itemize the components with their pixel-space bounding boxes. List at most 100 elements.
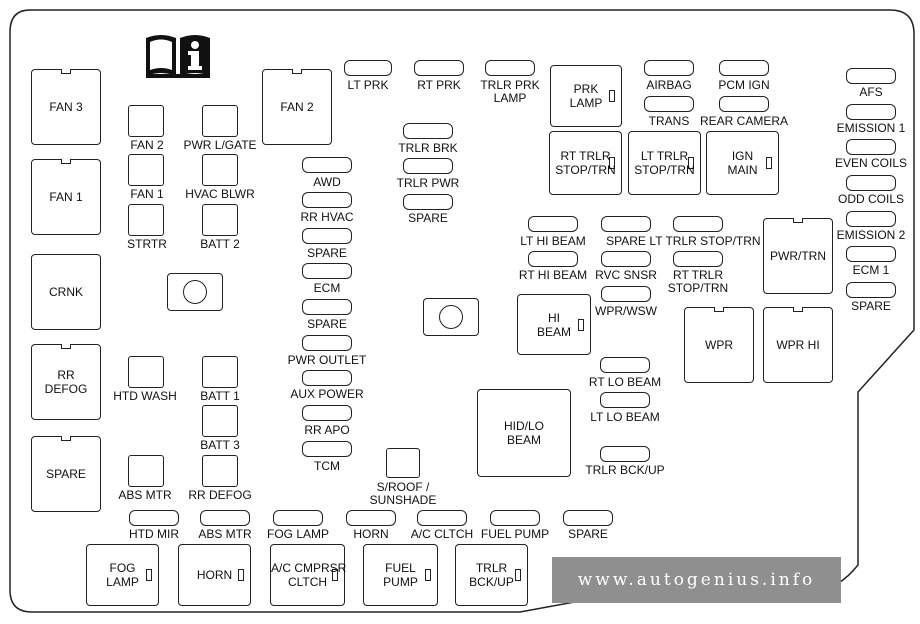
mounting-hole-left [167,273,223,311]
relay-hi-beam: HI BEAM [517,294,591,355]
fuse-spare-r [846,282,896,298]
relay-rt-trlr-stop: RT TRLR STOP/TRN [549,131,622,195]
fuse-trans [644,96,694,112]
fuse-ac-cltch [417,510,467,526]
fuse-rt-trlr-stop-label: RT TRLR STOP/TRN [667,268,729,295]
fuse-abs-mtr-upper [128,455,164,487]
fuse-horn [346,510,396,526]
fuse-rear-camera-label: REAR CAMERA [699,114,789,128]
relay-wpr: WPR [684,307,754,383]
relay-fan3: FAN 3 [31,69,101,145]
fuse-ecm1-label: ECM 1 [852,263,890,277]
watermark: www.autogenius.info [552,557,841,603]
fuse-rvc-snsr-label: RVC SNSR [595,268,657,282]
fuse-hvac-blwr-label: HVAC BLWR [185,187,255,201]
fuse-rr-hvac [302,192,352,208]
fuse-spare-c [601,216,651,232]
fuse-rr-defog-label: RR DEFOG [188,488,252,502]
fuse-aux-power [302,370,352,386]
fuse-batt3-label: BATT 3 [200,438,240,452]
fuse-spare-r-label: SPARE [851,299,891,313]
fuse-trlr-brk-label: TRLR BRK [398,141,458,155]
fuse-fan1 [128,154,164,186]
mounting-hole-center [423,298,479,336]
relay-prk-lamp: PRK LAMP [550,65,622,127]
fuse-rt-lo-beam-label: RT LO BEAM [588,375,662,389]
fuse-afs [846,68,896,84]
fuse-rt-prk-label: RT PRK [417,78,461,92]
fuse-lt-hi-beam [528,216,578,232]
fuse-htd-wash-label: HTD WASH [113,389,177,403]
fuse-trlr-prk-lamp-label: TRLR PRK LAMP [480,78,540,105]
relay-horn: HORN [178,544,251,606]
fuse-fan2-label: FAN 2 [130,138,164,152]
fuse-lt-trlr-stop [673,216,723,232]
relay-pwr-trn: PWR/TRN [763,218,833,294]
fuse-pwr-outlet [302,335,352,351]
fuse-ecm [302,263,352,279]
relay-fog-lamp: FOG LAMP [86,544,159,606]
relay-fan2: FAN 2 [262,69,332,145]
fuse-trlr-pwr-label: TRLR PWR [396,176,460,190]
relay-trlr-bckup: TRLR BCK/UP [455,544,528,606]
fuse-emission2 [846,211,896,227]
fuse-odd-coils-label: ODD COILS [837,192,905,206]
fuse-abs-mtr-lower-label: ABS MTR [198,527,252,541]
fuse-hvac-blwr [202,154,238,186]
fuse-lt-prk-label: LT PRK [347,78,389,92]
fuse-emission2-label: EMISSION 2 [836,228,906,242]
fuse-airbag-label: AIRBAG [646,78,692,92]
fuse-abs-mtr-upper-label: ABS MTR [118,488,172,502]
fuse-spare-c-label: SPARE [606,234,646,248]
fuse-wpr-wsw-label: WPR/WSW [595,304,657,318]
relay-fan1: FAN 1 [31,159,101,235]
fuse-rt-prk [414,60,464,76]
fuse-htd-mir-label: HTD MIR [129,527,179,541]
fuse-batt3 [202,405,238,437]
fuse-rt-hi-beam [528,251,578,267]
fuse-lt-prk [344,60,392,76]
fuse-ecm-label: ECM [313,281,341,295]
fuse-rt-hi-beam-label: RT HI BEAM [518,268,588,282]
fuse-fan1-label: FAN 1 [130,187,164,201]
fuse-batt1-label: BATT 1 [200,389,240,403]
fuse-rr-apo-label: RR APO [304,423,350,437]
fuse-emission1 [846,104,896,120]
fuse-trlr-prk-lamp [485,60,535,76]
fuse-trlr-pwr [403,158,453,174]
fuse-fan2 [128,105,164,137]
relay-rr-defog: RR DEFOG [31,344,101,420]
relay-lt-trlr-stop: LT TRLR STOP/TRN [628,131,701,195]
fuse-batt1 [202,356,238,388]
fuse-spare-b-label: SPARE [307,317,347,331]
fuse-rt-lo-beam [600,357,650,373]
fuse-spare-a-label: SPARE [307,246,347,260]
fuse-rr-apo [302,405,352,421]
fuse-pcm-ign-label: PCM IGN [718,78,770,92]
relay-ac-cmprsr: A/C CMPRSR CLTCH [270,544,346,606]
fuse-awd [302,157,352,173]
fuse-fuel-pump-label: FUEL PUMP [480,527,550,541]
fuse-spare-b [302,299,352,315]
fuse-htd-mir [129,510,179,526]
fuse-fuel-pump [490,510,540,526]
fuse-lt-hi-beam-label: LT HI BEAM [520,234,586,248]
fuse-lt-trlr-stop-label: LT TRLR STOP/TRN [649,234,761,248]
fuse-even-coils-label: EVEN COILS [834,156,908,170]
fuse-sroof-label: S/ROOF / SUNSHADE [369,480,437,507]
fuse-horn-label: HORN [353,527,389,541]
fuse-batt2-label: BATT 2 [200,237,240,251]
relay-hid-lo-beam: HID/LO BEAM [477,389,571,477]
fuse-fog-lamp [273,510,323,526]
fuse-fog-lamp-label: FOG LAMP [266,527,330,541]
fuse-trlr-brk [403,123,453,139]
relay-ign-main: IGN MAIN [706,131,779,195]
fuse-sroof [386,448,420,478]
fuse-pwr-outlet-label: PWR OUTLET [287,353,367,367]
fuse-rt-trlr-stop [673,251,723,267]
fuse-spare-mid [403,194,453,210]
fuse-strtr [128,204,164,236]
fuse-rr-hvac-label: RR HVAC [300,210,354,224]
fuse-awd-label: AWD [313,175,341,189]
